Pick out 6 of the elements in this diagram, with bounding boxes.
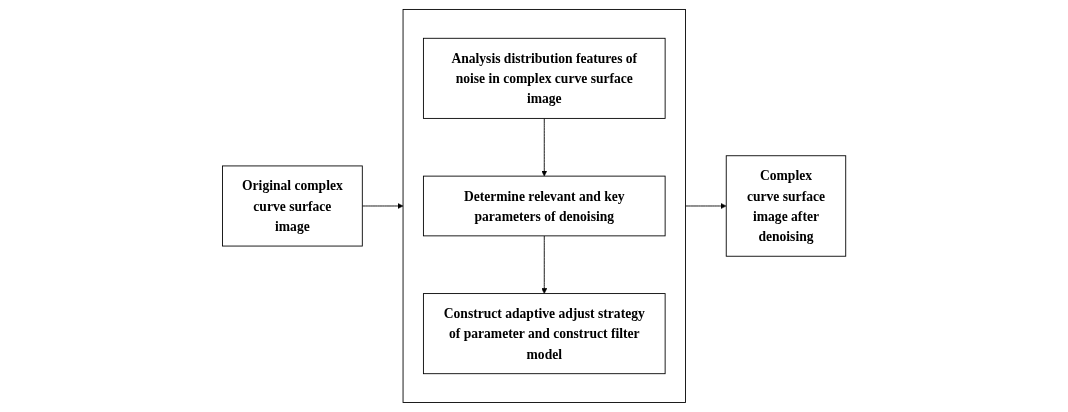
node-box: Original complex curve surface image	[221, 165, 363, 247]
node-box: Analysis distribution features of noise in complex curve surface image	[422, 37, 666, 119]
node-box: Complex curve surface image after denoising	[725, 155, 847, 257]
node-box: Determine relevant and key parameters of denoising	[422, 175, 666, 237]
node-box: Construct adaptive adjust strategy of parameter and construct filter model	[422, 293, 666, 375]
cluster	[402, 9, 686, 403]
